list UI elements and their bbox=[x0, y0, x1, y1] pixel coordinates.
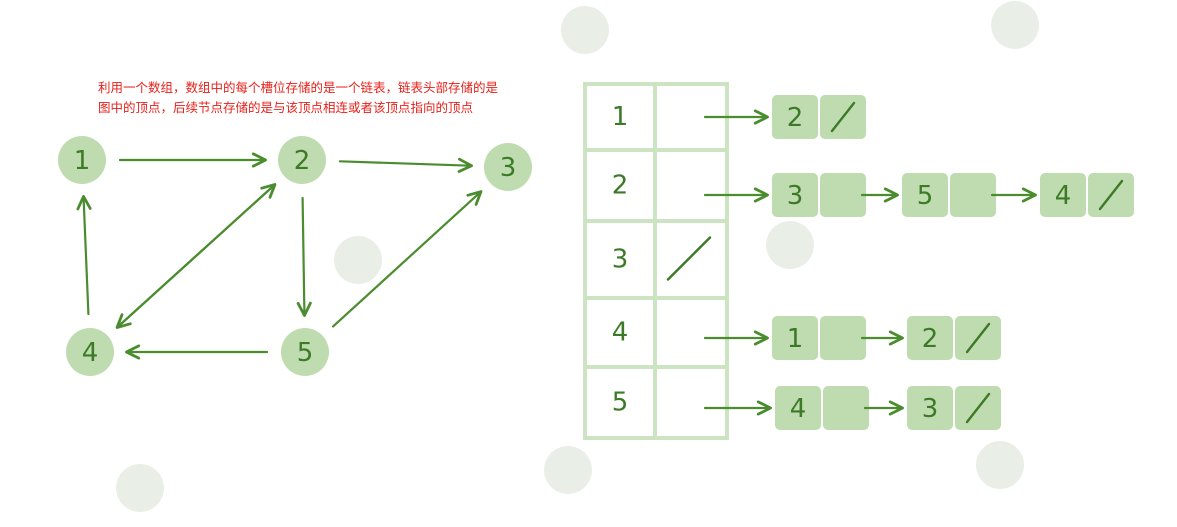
list-node-value-box bbox=[1040, 173, 1086, 217]
watermark-logo bbox=[544, 446, 592, 494]
adjacency-array-labels: 1 2 3 4 5 bbox=[612, 102, 712, 418]
edge-4-to-2 bbox=[117, 183, 277, 328]
array-slot-vertex-2: 2 bbox=[612, 171, 629, 201]
list-node-value: 4 bbox=[1055, 181, 1072, 211]
list-node-value: 1 bbox=[787, 324, 804, 354]
graph-edges bbox=[76, 152, 483, 360]
watermark-logo bbox=[116, 464, 164, 512]
graph-node-3 bbox=[484, 143, 532, 191]
graph-node-label: 1 bbox=[74, 146, 91, 176]
caption-line-2: 图中的顶点，后续节点存储的是与该顶点相连或者该顶点指向的顶点 bbox=[98, 100, 473, 115]
graph-node-4 bbox=[66, 328, 114, 376]
graph-node-2 bbox=[278, 136, 326, 184]
edge-2-to-5 bbox=[296, 196, 312, 317]
list-node-value: 5 bbox=[917, 181, 934, 211]
edge-2-to-3 bbox=[338, 157, 473, 173]
graph-node-1 bbox=[58, 136, 106, 184]
watermark-logo bbox=[334, 236, 382, 284]
watermark-logo bbox=[766, 221, 814, 269]
list-node-value-box bbox=[772, 95, 818, 139]
graph-node-label: 4 bbox=[82, 338, 99, 368]
list-node-value: 2 bbox=[922, 324, 939, 354]
graph-nodes: 1 2 3 4 5 bbox=[58, 136, 532, 376]
list-node-value: 3 bbox=[922, 394, 939, 424]
list-node-value-box bbox=[772, 173, 818, 217]
graph-node-5 bbox=[281, 328, 329, 376]
watermark-logo bbox=[976, 441, 1024, 489]
list-node-next-box bbox=[820, 316, 866, 360]
null-pointer-slash bbox=[965, 392, 991, 424]
list-node-value-box bbox=[907, 386, 953, 430]
array-slot-vertex-4: 4 bbox=[612, 318, 629, 348]
list-node-value-box bbox=[907, 316, 953, 360]
list-node-value-box bbox=[775, 386, 821, 430]
adjacency-array bbox=[583, 82, 729, 440]
list-node-value-box bbox=[902, 173, 948, 217]
watermark-layer bbox=[116, 1, 1039, 512]
caption-line-1: 利用一个数组，数组中的每个槽位存储的是一个链表，链表头部存储的是 bbox=[98, 80, 499, 95]
graph-node-label: 3 bbox=[500, 153, 517, 183]
null-pointer-slash bbox=[666, 236, 712, 281]
null-pointer-slash bbox=[830, 101, 856, 133]
null-pointer-slash bbox=[965, 322, 991, 354]
list-node-value: 4 bbox=[790, 394, 807, 424]
watermark-logo bbox=[561, 6, 609, 54]
array-slot-vertex-1: 1 bbox=[612, 102, 629, 132]
linked-lists: 2 3 5 4 1 2 4 3 bbox=[703, 95, 1134, 430]
graph-node-label: 5 bbox=[297, 338, 314, 368]
caption: 利用一个数组，数组中的每个槽位存储的是一个链表，链表头部存储的是 图中的顶点，后… bbox=[98, 80, 499, 115]
array-slot-vertex-5: 5 bbox=[612, 388, 629, 418]
list-node-value: 3 bbox=[787, 181, 804, 211]
null-pointer-slash bbox=[1098, 179, 1124, 211]
graph-node-label: 2 bbox=[294, 146, 311, 176]
edge-5-to-3 bbox=[331, 190, 483, 328]
array-slot-vertex-3: 3 bbox=[612, 245, 629, 275]
list-node-value-box bbox=[772, 316, 818, 360]
list-node-next-box bbox=[820, 173, 866, 217]
list-node-next-box bbox=[950, 173, 996, 217]
list-node-value: 2 bbox=[787, 103, 804, 133]
watermark-logo bbox=[991, 1, 1039, 49]
list-node-next-box bbox=[823, 386, 869, 430]
edge-4-to-1 bbox=[76, 195, 92, 316]
